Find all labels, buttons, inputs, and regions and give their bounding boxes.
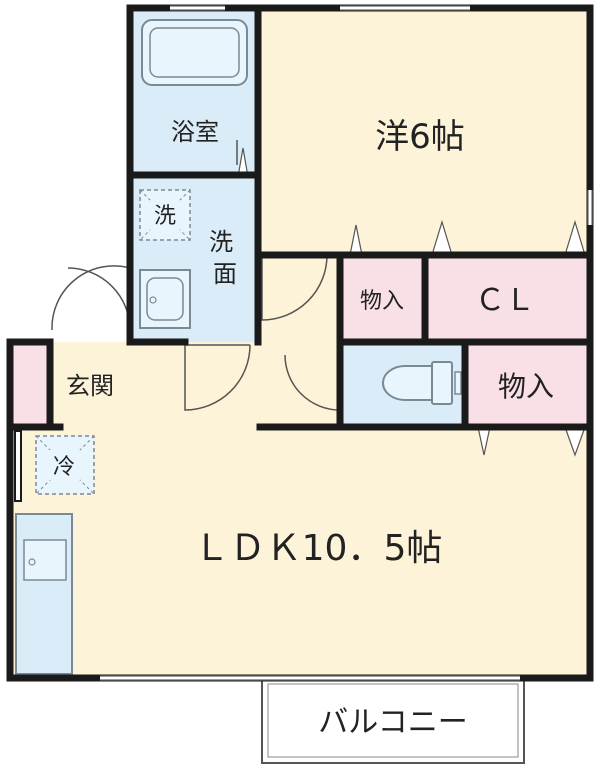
- window-lines: [100, 5, 593, 681]
- storage-2-label: 物入: [498, 370, 554, 403]
- balcony-label: バルコニー: [318, 705, 467, 740]
- ldk-label: ＬＤＫ10．5帖: [194, 528, 443, 569]
- fridge-diag-1: [35, 435, 95, 495]
- toilet-bowl: [382, 365, 433, 401]
- bath-label: 浴室: [171, 118, 219, 146]
- door-swings: [51, 140, 341, 411]
- bathtub-inner: [149, 27, 240, 78]
- bathtub: [141, 19, 248, 86]
- storage-1-label: 物入: [360, 289, 404, 314]
- western-room-label: 洋6帖: [375, 117, 465, 157]
- washer-label-bg: [150, 200, 180, 230]
- toilet-tank: [431, 361, 453, 405]
- balcony-outline: [261, 677, 525, 764]
- washbasin-bowl: [146, 277, 184, 321]
- washbasin: [139, 269, 191, 329]
- kitchen-sink-drain: [28, 558, 36, 566]
- kitchen-counter: [15, 513, 73, 675]
- closet-door-marks: [237, 147, 586, 457]
- ldk-floor: [10, 427, 588, 677]
- paper-holder: [454, 371, 462, 395]
- window-openings: [100, 6, 592, 680]
- storage-1-floor: [340, 255, 425, 340]
- fridge-icon: 冷: [53, 455, 75, 480]
- entrance-door-stub-inner: [16, 432, 20, 500]
- balcony-inner: [267, 683, 519, 758]
- storage-2-floor: [465, 342, 588, 427]
- washroom-label: 洗 面: [209, 228, 241, 288]
- entrance-floor: [50, 342, 132, 427]
- entrance-step-floor: [10, 342, 50, 427]
- kitchen-sink: [23, 539, 67, 581]
- closet-label: ＣＬ: [475, 283, 535, 318]
- washer-icon: 洗: [154, 204, 176, 229]
- entrance-label: 玄関: [66, 372, 114, 400]
- fridge-label-bg: [48, 450, 80, 480]
- washer-pan: [139, 189, 191, 241]
- washbasin-drain: [149, 296, 157, 304]
- closet-floor: [425, 255, 588, 340]
- western-room-floor: [258, 10, 588, 255]
- fridge-diag-2: [35, 435, 95, 495]
